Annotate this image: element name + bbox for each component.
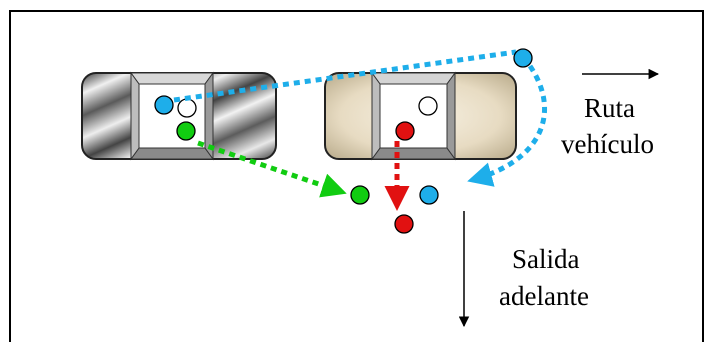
occupant-dot-white — [177, 98, 197, 118]
cyan-destination-dot — [419, 185, 439, 205]
occupant-dot-white — [418, 96, 438, 116]
right-vehicle — [324, 71, 517, 161]
cyan-return-arrow — [467, 64, 547, 187]
left-vehicle — [81, 71, 277, 161]
occupant-dot-red — [395, 121, 415, 141]
route-label-line2: vehículo — [561, 129, 654, 159]
exit-label-line2: adelante — [499, 281, 589, 311]
occupant-dot-green — [176, 121, 196, 141]
route-label-line1: Ruta — [584, 93, 635, 123]
cyan-route-arrow — [173, 49, 517, 103]
green-destination-dot — [350, 185, 370, 205]
diagram-frame — [9, 10, 704, 342]
exit-label-line1: Salida — [512, 244, 580, 274]
red-destination-dot — [394, 214, 414, 234]
cyan-waypoint-dot — [513, 48, 533, 68]
occupant-dot-cyan — [154, 95, 174, 115]
green-exit-arrow — [197, 140, 347, 198]
